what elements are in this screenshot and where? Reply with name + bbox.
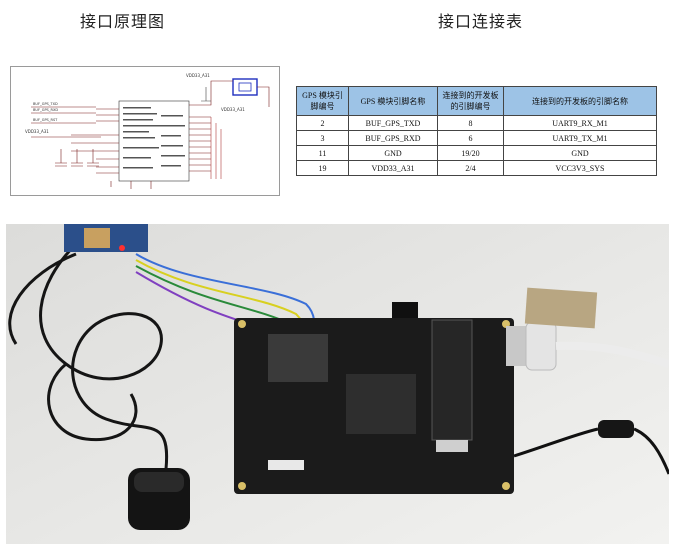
table-cell: BUF_GPS_TXD [348,115,438,131]
gps-module [64,224,148,252]
table-cell: 19/20 [437,145,504,161]
table-row: 11 GND 19/20 GND [296,145,657,161]
header-gps-pin-name: GPS 模块引脚名称 [348,86,438,116]
connection-table-title: 接口连接表 [438,12,524,31]
header-board-pin-name: 连接到的开发板的引脚名称 [503,86,657,116]
table-row: 19 VDD33_A31 2/4 VCC3V3_SYS [296,160,657,176]
table-cell: VCC3V3_SYS [503,160,657,176]
schematic-title: 接口原理图 [80,12,166,31]
table-cell: 2/4 [437,160,504,176]
table-cell: GND [348,145,438,161]
table-cell: GND [503,145,657,161]
hardware-photo [6,224,669,544]
net-label-mid: VDD33_A31 [221,107,245,112]
serial-cable [506,321,669,371]
adhesive-pad [524,287,598,329]
antenna-cable [8,242,169,470]
gps-antenna [128,468,190,530]
table-cell: VDD33_A31 [348,160,438,176]
net-label-rxd: BUF_GPS_RXD [33,108,58,112]
net-label-top: VDD33_A31 [186,73,210,78]
net-label-txd: BUF_GPS_TXD [33,102,58,106]
table-cell: UART9_TX_M1 [503,130,657,146]
table-row: 2 BUF_GPS_TXD 8 UART9_RX_M1 [296,115,657,131]
connection-table: GPS 模块引脚编号 GPS 模块引脚名称 连接到的开发板的引脚编号 连接到的开… [296,86,657,176]
table-cell: BUF_GPS_RXD [348,130,438,146]
table-cell: 11 [296,145,349,161]
net-label-left: VDD33_A31 [25,129,49,134]
table-cell: UART9_RX_M1 [503,115,657,131]
table-header-row: GPS 模块引脚编号 GPS 模块引脚名称 连接到的开发板的引脚编号 连接到的开… [296,86,657,116]
table-cell: 19 [296,160,349,176]
header-board-pin-number: 连接到的开发板的引脚编号 [437,86,504,116]
development-board [234,302,514,494]
table-row: 3 BUF_GPS_RXD 6 UART9_TX_M1 [296,130,657,146]
interface-schematic: VDD33_A31 VDD33_A31 VDD33_A31 BUF_GPS_TX… [10,66,280,196]
table-cell: 6 [437,130,504,146]
power-cable [513,420,669,475]
header-gps-pin-number: GPS 模块引脚编号 [296,86,349,116]
table-cell: 3 [296,130,349,146]
net-label-rst: BUF_GPS_RST [33,118,58,122]
table-cell: 2 [296,115,349,131]
table-cell: 8 [437,115,504,131]
